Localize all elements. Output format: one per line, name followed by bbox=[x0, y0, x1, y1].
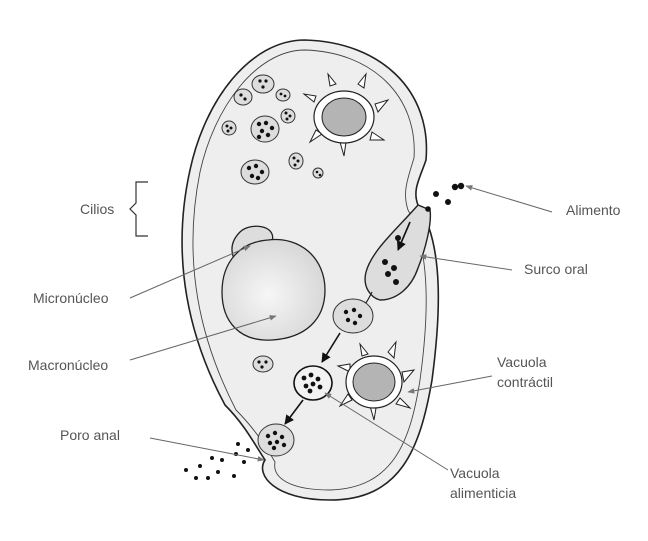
macronucleus bbox=[221, 238, 326, 341]
food-vacuole-contents bbox=[225, 79, 363, 451]
oral-groove bbox=[364, 204, 432, 301]
contractile-vacuole-bottom bbox=[336, 340, 416, 421]
label-macronucleo: Macronúcleo bbox=[28, 357, 108, 373]
pellicle-inner-line bbox=[192, 49, 427, 491]
label-vacuola-contractil-line2: contráctil bbox=[497, 374, 553, 390]
expelled-waste-particles bbox=[184, 442, 250, 480]
external-food-particles bbox=[425, 182, 465, 212]
cilia-brace bbox=[129, 181, 148, 237]
label-micronucleo: Micronúcleo bbox=[33, 290, 109, 306]
vacuole-path-arrow-2 bbox=[284, 399, 304, 425]
label-cilios: Cilios bbox=[80, 201, 114, 217]
label-alimento: Alimento bbox=[566, 202, 621, 218]
groove-flow-arrow bbox=[396, 221, 411, 251]
contractile-vacuole-top bbox=[302, 72, 390, 157]
food-vacuoles bbox=[221, 74, 374, 457]
vacuole-path-arrow-1 bbox=[321, 332, 341, 363]
label-vacuola-contractil-line1: Vacuola bbox=[497, 354, 547, 370]
label-vacuola-alimenticia-line2: alimenticia bbox=[450, 485, 516, 501]
label-poro-anal: Poro anal bbox=[60, 427, 120, 443]
food-vacuole bbox=[221, 74, 374, 457]
leader-lines bbox=[129, 185, 553, 471]
label-vacuola-alimenticia-line1: Vacuola bbox=[450, 465, 500, 481]
label-surco-oral: Surco oral bbox=[524, 261, 588, 277]
food-particles-groove bbox=[382, 235, 401, 285]
